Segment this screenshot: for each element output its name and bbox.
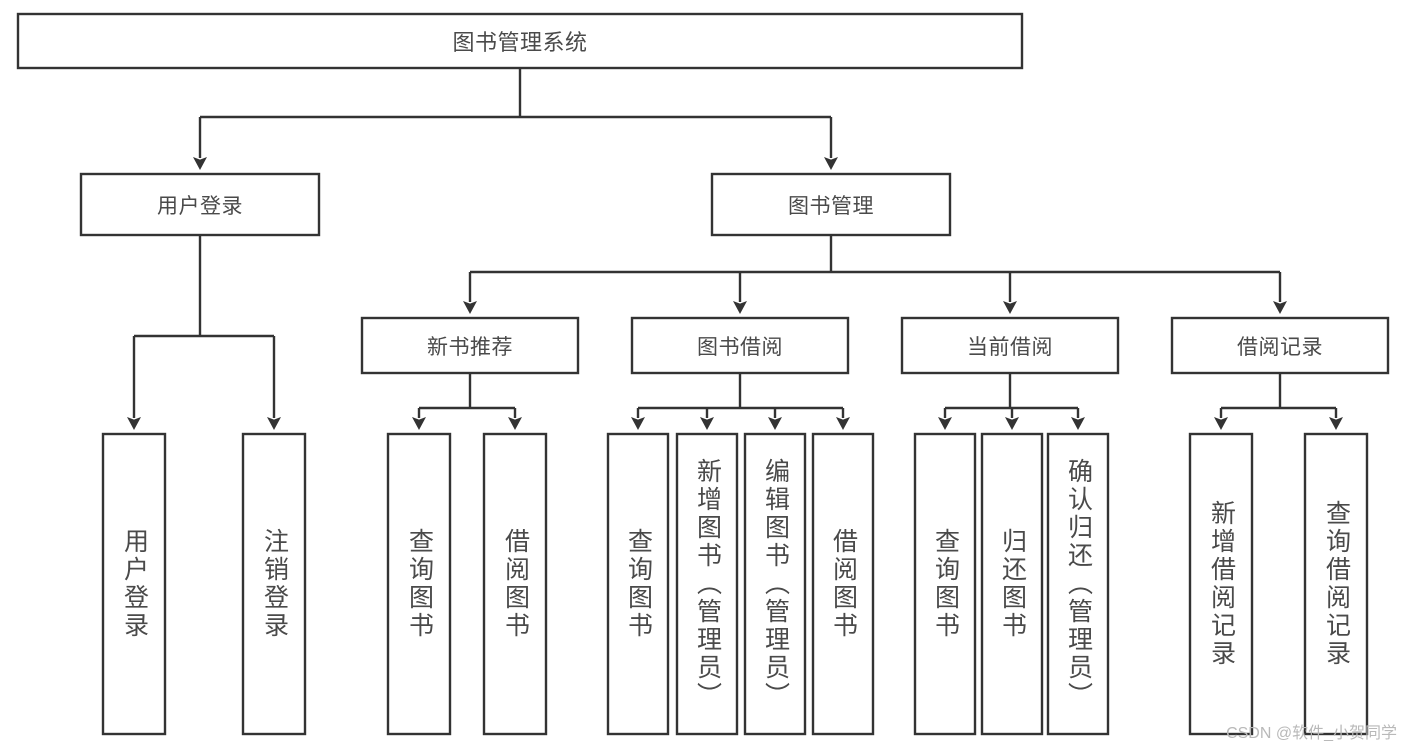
node-box-book-management[interactable] [710, 172, 952, 237]
node-box-leaf-edit-book[interactable] [743, 432, 807, 736]
node-box-leaf-borrow-book-1[interactable] [482, 432, 548, 736]
node-box-leaf-borrow-book-2[interactable] [811, 432, 875, 736]
node-box-leaf-confirm-return[interactable] [1046, 432, 1110, 736]
node-box-leaf-query-book-3[interactable] [913, 432, 977, 736]
node-box-leaf-query-record[interactable] [1303, 432, 1369, 736]
node-box-current-borrow[interactable] [900, 316, 1120, 375]
watermark-text: CSDN @软件_小贺同学 [1226, 725, 1397, 742]
node-box-book-borrow[interactable] [630, 316, 850, 375]
node-box-user-login[interactable] [79, 172, 321, 237]
node-box-borrow-record[interactable] [1170, 316, 1390, 375]
node-box-leaf-query-book-1[interactable] [386, 432, 452, 736]
node-box-leaf-add-book[interactable] [675, 432, 739, 736]
node-box-leaf-add-record[interactable] [1188, 432, 1254, 736]
node-box-leaf-query-book-2[interactable] [606, 432, 670, 736]
node-box-leaf-return-book[interactable] [980, 432, 1044, 736]
node-box-root[interactable] [16, 12, 1024, 70]
node-box-leaf-user-login[interactable] [101, 432, 167, 736]
node-box-new-book-recommend[interactable] [360, 316, 580, 375]
node-box-leaf-logout[interactable] [241, 432, 307, 736]
